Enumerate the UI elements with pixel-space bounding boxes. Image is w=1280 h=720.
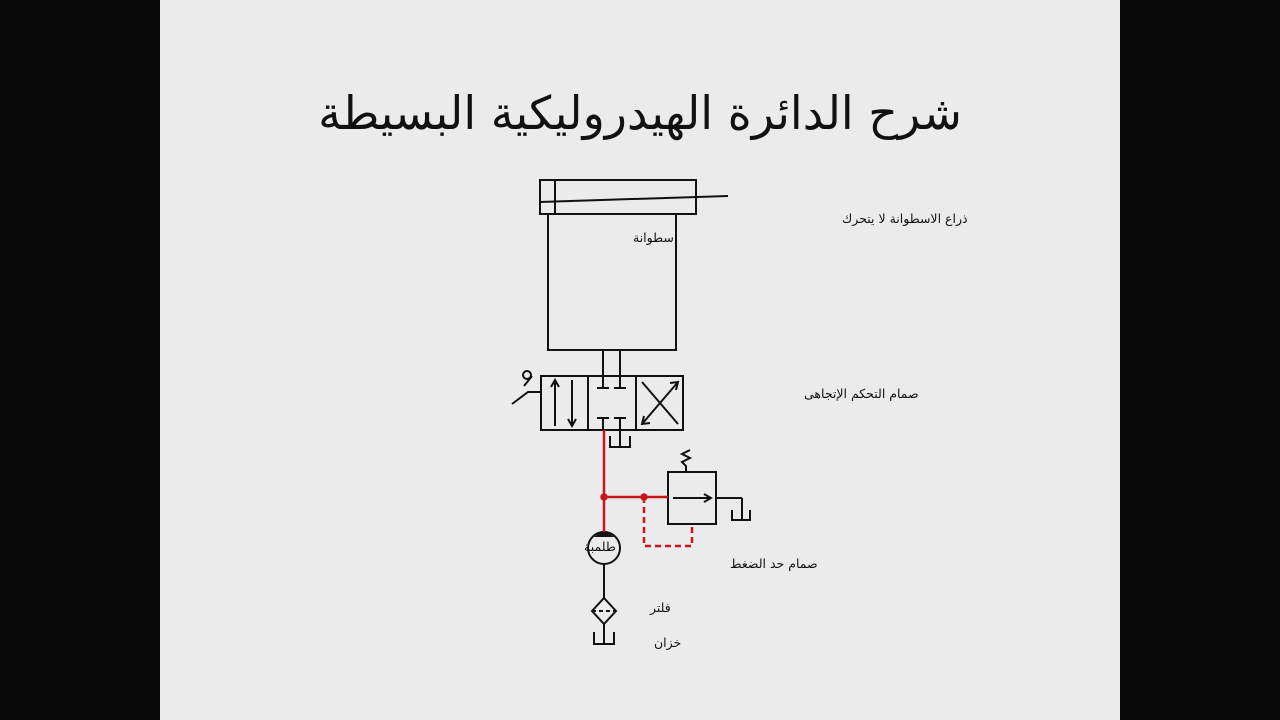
valve-tank-return	[609, 430, 631, 448]
label-tank: خزان	[654, 635, 681, 651]
hydraulic-circuit-diagram: ذراع الاسطوانة لا يتحرك اسطوانة صمام الت…	[511, 179, 968, 651]
letterbox-left	[0, 0, 160, 720]
tank-symbol	[593, 624, 615, 645]
slide-title: شرح الدائرة الهيدروليكية البسيطة	[318, 86, 962, 140]
label-relief-valve: صمام حد الضغط	[730, 556, 818, 571]
cylinder-symbol	[539, 179, 729, 351]
relief-valve-symbol	[667, 449, 751, 525]
label-filter: فلتر	[649, 600, 671, 616]
label-cylinder: اسطوانة	[633, 230, 677, 246]
letterbox-right	[1120, 0, 1280, 720]
pressure-line	[600, 430, 694, 548]
slide: شرح الدائرة الهيدروليكية البسيطة	[160, 0, 1120, 720]
label-directional-valve: صمام التحكم الإتجاهى	[804, 386, 919, 402]
filter-symbol	[590, 596, 618, 626]
directional-valve-symbol	[511, 370, 684, 431]
label-pump: طلمبة	[584, 539, 616, 554]
label-rod: ذراع الاسطوانة لا يتحرك	[842, 211, 968, 227]
